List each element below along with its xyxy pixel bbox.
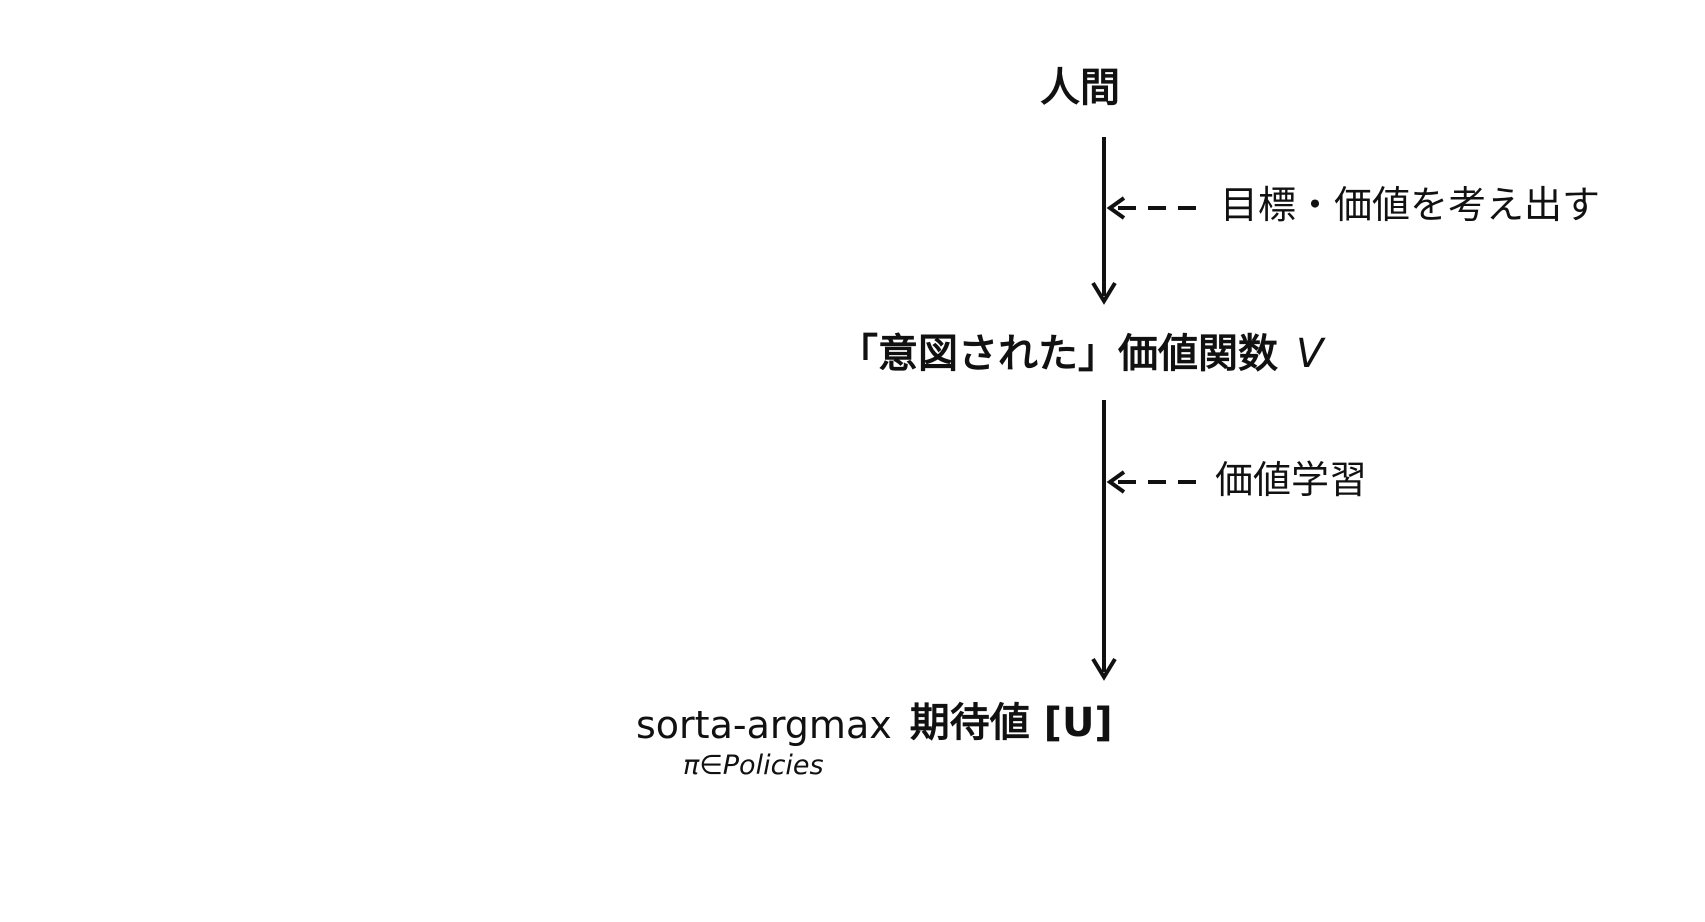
node-objective: sorta-argmax 期待値 [U] (636, 700, 1113, 746)
edge-label-value-learning: 価値学習 (1215, 458, 1368, 502)
dashed-arrow-value-learning (1106, 470, 1196, 494)
dashed-arrow-goal-creation (1106, 196, 1196, 220)
objective-subscript: π∈Policies (683, 750, 824, 781)
value-function-symbol: V (1296, 331, 1324, 377)
objective-target: 期待値 [U] (909, 700, 1113, 746)
arrow-human-to-value-function (1091, 137, 1117, 305)
arrow-value-function-to-objective (1091, 400, 1117, 681)
edge-label-goal-creation: 目標・価値を考え出す (1220, 183, 1601, 227)
node-intended-value-function: 「意図された」価値関数 V (838, 334, 1323, 374)
value-function-label: 「意図された」価値関数 (838, 331, 1278, 377)
objective-operator: sorta-argmax (636, 703, 892, 747)
node-human: 人間 (1040, 65, 1120, 111)
